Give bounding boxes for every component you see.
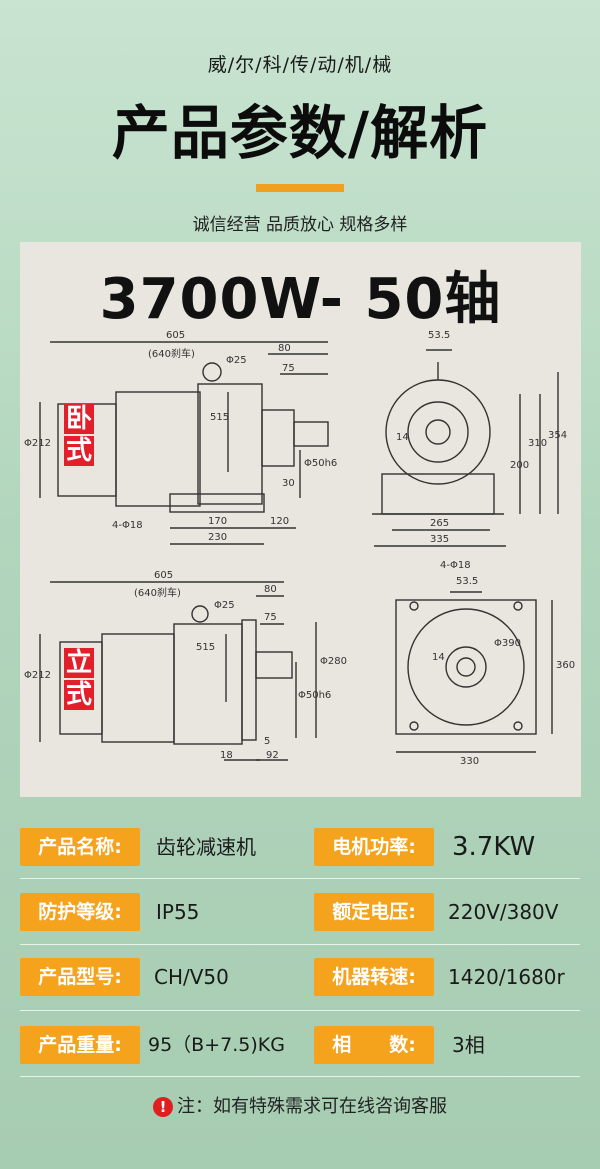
dim-label: 75 bbox=[282, 363, 295, 374]
spec-value: 3.7KW bbox=[452, 832, 536, 862]
dim-label: (640刹车) bbox=[134, 588, 181, 599]
dim-label: 310 bbox=[528, 438, 548, 449]
dim-label: 120 bbox=[270, 516, 290, 527]
dim-label: Φ50h6 bbox=[304, 458, 338, 469]
divider bbox=[20, 1076, 580, 1077]
dim-label: Φ212 bbox=[24, 670, 51, 681]
dim-label: 200 bbox=[510, 460, 530, 471]
dim-label: Φ25 bbox=[214, 600, 235, 611]
dim-label: Φ280 bbox=[320, 656, 347, 667]
divider bbox=[20, 1010, 580, 1011]
dimension-drawing bbox=[39, 341, 559, 761]
dim-label: 605 bbox=[166, 330, 186, 341]
dim-label: 170 bbox=[208, 516, 228, 527]
dim-label: Φ25 bbox=[226, 355, 247, 366]
spec-value: 3相 bbox=[452, 1033, 485, 1057]
dim-label: 515 bbox=[196, 642, 216, 653]
spec-label: 产品型号: bbox=[20, 958, 140, 996]
model-title: 3700W- 50轴 bbox=[99, 267, 502, 332]
dim-label: 515 bbox=[210, 412, 230, 423]
spec-row: 产品名称: 齿轮减速机 电机功率: 3.7KW bbox=[0, 828, 600, 888]
divider bbox=[20, 944, 580, 945]
spec-row: 产品重量: 95（B+7.5)KG 相 数: 3相 bbox=[0, 1026, 600, 1086]
dim-label: 53.5 bbox=[428, 330, 451, 341]
spec-value: IP55 bbox=[156, 900, 200, 924]
spec-value: 220V/380V bbox=[448, 900, 559, 924]
spec-label: 机器转速: bbox=[314, 958, 434, 996]
vertical-type-tag-1: 立 bbox=[64, 648, 94, 678]
title-underline bbox=[256, 184, 344, 192]
note-text: 注：如有特殊需求可在线咨询客服 bbox=[177, 1096, 447, 1117]
dim-label: 30 bbox=[282, 478, 295, 489]
dim-label: 4-Φ18 bbox=[440, 560, 471, 571]
dim-label: 18 bbox=[220, 750, 233, 761]
warning-icon: ! bbox=[153, 1097, 173, 1117]
divider bbox=[20, 878, 580, 879]
dim-label: 605 bbox=[154, 570, 174, 581]
dim-label: 14 bbox=[396, 432, 409, 443]
spec-value: CH/V50 bbox=[154, 965, 229, 989]
dim-label: 53.5 bbox=[456, 576, 479, 587]
dim-label: Φ212 bbox=[24, 438, 51, 449]
spec-label: 防护等级: bbox=[20, 893, 140, 931]
spec-value: 齿轮减速机 bbox=[156, 835, 256, 859]
dim-label: 4-Φ18 bbox=[112, 520, 143, 531]
page-title: 产品参数/解析 bbox=[111, 99, 489, 167]
dim-label: 5 bbox=[264, 736, 271, 747]
horizontal-type-tag-1: 卧 bbox=[64, 404, 94, 434]
dim-label: 330 bbox=[460, 756, 480, 767]
dim-label: 75 bbox=[264, 612, 277, 623]
vertical-type-tag-2: 式 bbox=[64, 680, 94, 710]
dim-label: 354 bbox=[548, 430, 568, 441]
spec-label: 额定电压: bbox=[314, 893, 434, 931]
service-note: !注：如有特殊需求可在线咨询客服 bbox=[0, 1092, 600, 1118]
dim-label: 230 bbox=[208, 532, 228, 543]
dim-label: 335 bbox=[430, 534, 450, 545]
slogan: 诚信经营 品质放心 规格多样 bbox=[192, 215, 408, 235]
dim-label: Φ390 bbox=[494, 638, 521, 649]
dim-label: Φ50h6 bbox=[298, 690, 332, 701]
brand-name: 威/尔/科/传/动/机/械 bbox=[207, 54, 393, 76]
spec-label: 产品重量: bbox=[20, 1026, 140, 1064]
horizontal-type-tag-2: 式 bbox=[64, 436, 94, 466]
spec-label: 电机功率: bbox=[314, 828, 434, 866]
spec-row: 产品型号: CH/V50 机器转速: 1420/1680r bbox=[0, 958, 600, 1018]
dim-label: 80 bbox=[264, 584, 277, 595]
spec-label: 相 数: bbox=[314, 1026, 434, 1064]
spec-value: 1420/1680r bbox=[448, 965, 565, 989]
dim-label: 360 bbox=[556, 660, 576, 671]
technical-drawing: 3700W- 50轴 bbox=[20, 242, 581, 797]
dim-label: (640刹车) bbox=[148, 349, 195, 360]
spec-row: 防护等级: IP55 额定电压: 220V/380V bbox=[0, 893, 600, 953]
dim-label: 14 bbox=[432, 652, 445, 663]
spec-label: 产品名称: bbox=[20, 828, 140, 866]
dim-label: 80 bbox=[278, 343, 291, 354]
dim-label: 92 bbox=[266, 750, 279, 761]
dim-label: 265 bbox=[430, 518, 450, 529]
spec-value: 95（B+7.5)KG bbox=[148, 1034, 285, 1056]
